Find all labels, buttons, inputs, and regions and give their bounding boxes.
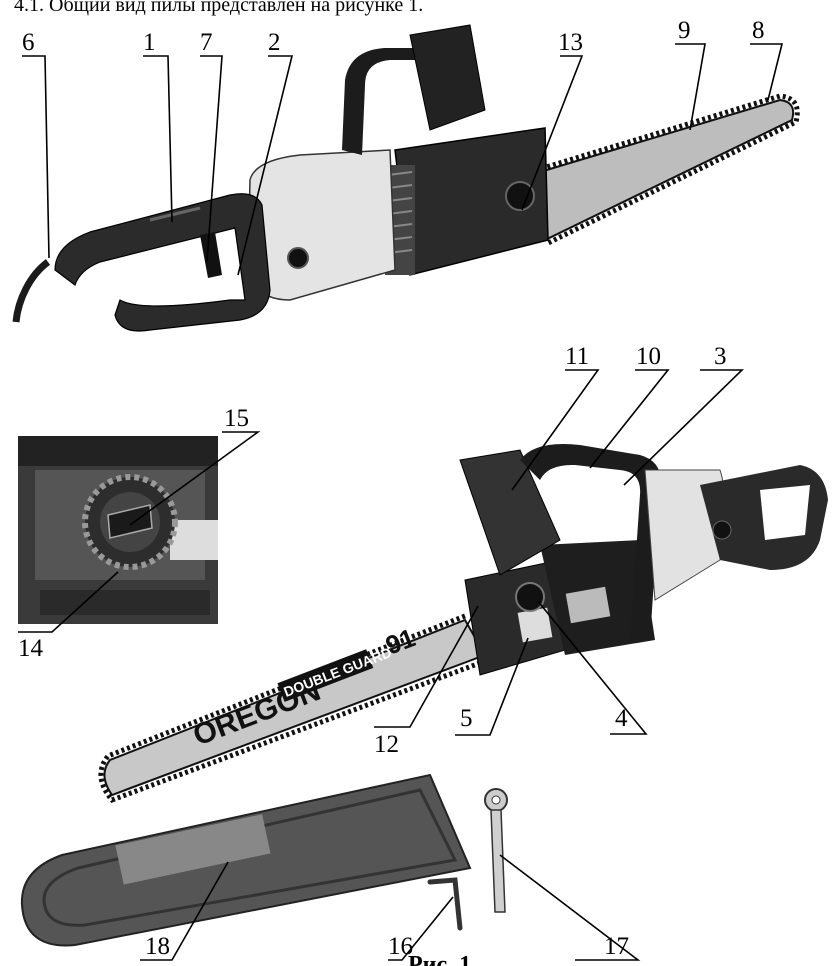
figure-label: Рис. 1	[408, 952, 471, 966]
callout-numbers: 6 1 7 2 13 9 8 11 10 3 15 14 12 5 4 18 1…	[18, 17, 765, 960]
callout-1: 1	[143, 29, 156, 56]
top-rear-handle	[54, 193, 271, 332]
callout-3: 3	[714, 343, 727, 370]
wrench	[484, 788, 508, 913]
bottom-chain-brake	[459, 449, 561, 576]
callout-8: 8	[752, 17, 765, 44]
callout-15: 15	[224, 405, 249, 432]
top-housing-knob	[287, 247, 309, 269]
inset-photo	[18, 436, 218, 624]
callout-13: 13	[558, 29, 583, 56]
oil-tank-window	[517, 607, 553, 643]
warning-label	[565, 586, 611, 624]
callout-7: 7	[200, 29, 213, 56]
callout-10: 10	[636, 343, 661, 370]
callout-12: 12	[374, 731, 399, 758]
callout-4: 4	[615, 705, 628, 732]
callout-2: 2	[268, 29, 281, 56]
callout-leaders	[18, 43, 784, 961]
bottom-tension-knob	[515, 582, 545, 612]
bottom-guide-bar	[103, 618, 487, 797]
callout-16: 16	[388, 933, 413, 960]
callout-6: 6	[22, 29, 35, 56]
callout-18: 18	[145, 933, 170, 960]
motor-housing	[247, 149, 396, 301]
callout-9: 9	[678, 17, 691, 44]
bar-cover	[20, 773, 472, 947]
top-tension-knob	[505, 181, 535, 211]
top-guide-bar	[528, 98, 795, 242]
caption: 4.1. Общий вид пилы представлен на рисун…	[14, 0, 424, 16]
bar-cover-label	[115, 814, 271, 885]
top-chain-brake	[409, 24, 486, 131]
callout-5: 5	[460, 705, 473, 732]
inset-bar	[170, 520, 218, 560]
trigger	[200, 232, 222, 278]
top-saw-illustration	[12, 24, 800, 332]
top-chain	[529, 93, 800, 247]
callout-14: 14	[18, 635, 44, 662]
hex-key	[427, 877, 463, 931]
callout-17: 17	[604, 933, 629, 960]
power-cord	[12, 259, 51, 323]
callout-11: 11	[565, 343, 589, 370]
